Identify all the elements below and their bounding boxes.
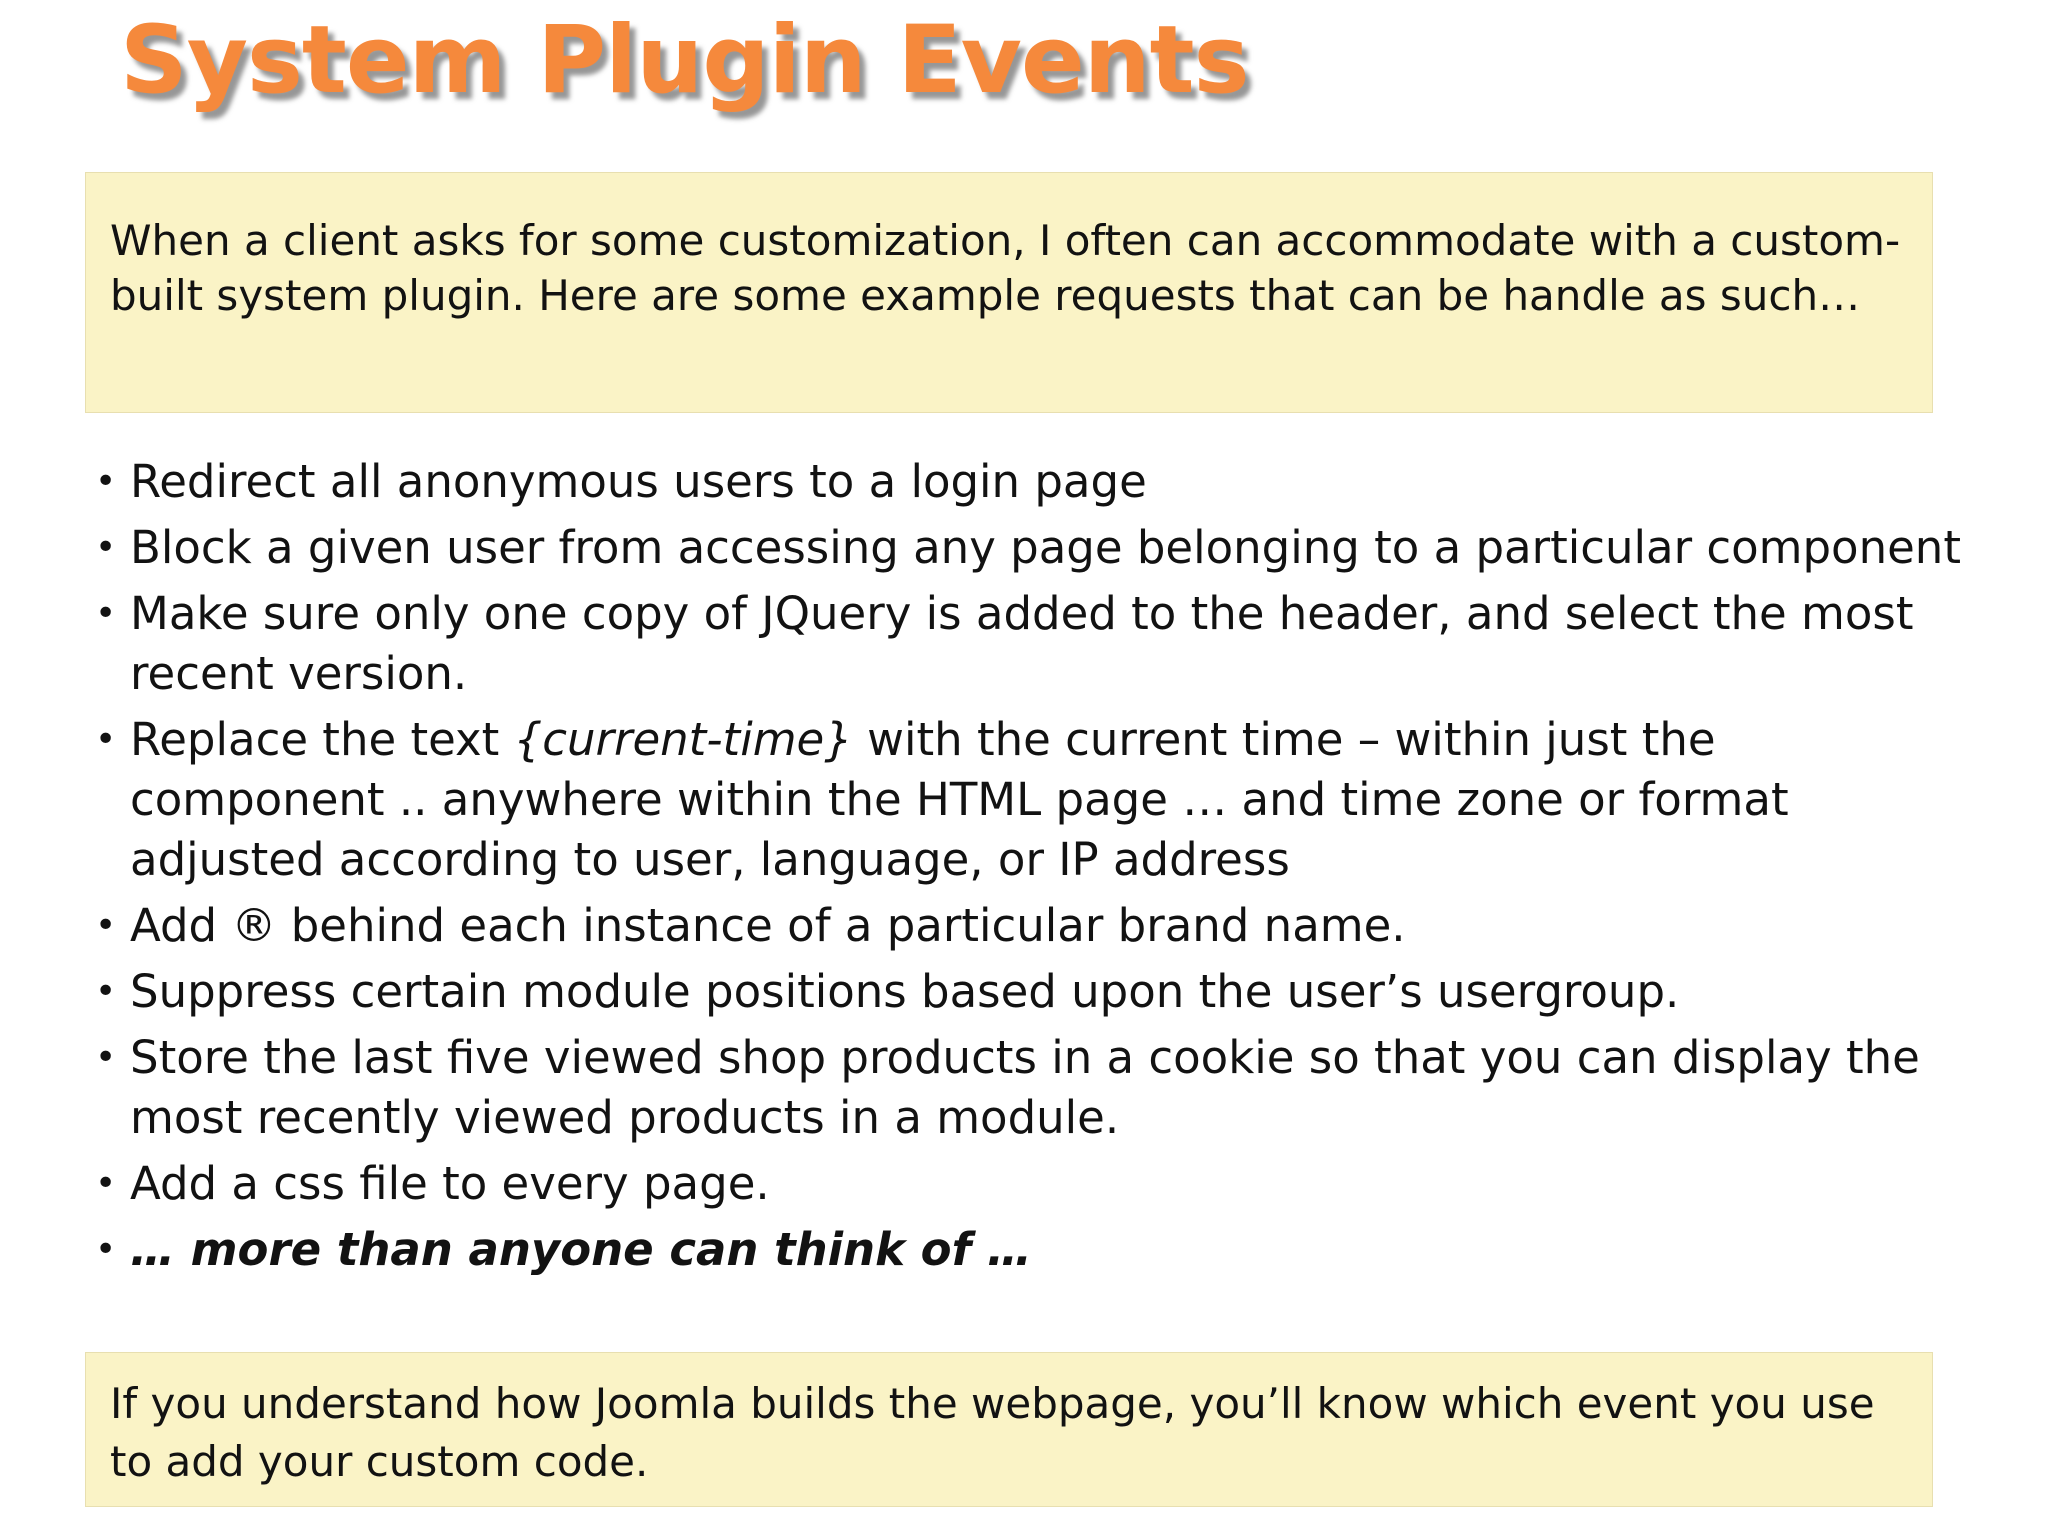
bullet-text: Store the last five viewed shop products… <box>130 1031 1920 1144</box>
bullet-text: Suppress certain module positions based … <box>130 965 1680 1018</box>
footer-box: If you understand how Joomla builds the … <box>85 1352 1933 1507</box>
bullet-text: Add a css file to every page. <box>130 1157 770 1210</box>
bullet-text: Make sure only one copy of JQuery is add… <box>130 587 1914 700</box>
bullet-item: Replace the text {current-time} with the… <box>85 710 1965 890</box>
bullet-text-italic: {current-time} <box>513 713 853 766</box>
bullet-text: … more than anyone can think of … <box>130 1223 1032 1276</box>
bullet-item: Store the last five viewed shop products… <box>85 1028 1965 1148</box>
slide-title: System Plugin Events <box>120 6 1250 115</box>
bullet-text: Replace the text <box>130 713 514 766</box>
bullet-item: Suppress certain module positions based … <box>85 962 1965 1022</box>
bullet-text: Redirect all anonymous users to a login … <box>130 455 1147 508</box>
intro-box: When a client asks for some customizatio… <box>85 172 1933 413</box>
bullet-item: … more than anyone can think of … <box>85 1220 1965 1280</box>
bullet-text: with the current time – within just the … <box>130 713 1789 886</box>
footer-text: If you understand how Joomla builds the … <box>110 1379 1875 1486</box>
bullet-item: Add ® behind each instance of a particul… <box>85 896 1965 956</box>
bullet-text: Block a given user from accessing any pa… <box>130 521 1961 574</box>
bullet-item: Redirect all anonymous users to a login … <box>85 452 1965 512</box>
bullet-list: Redirect all anonymous users to a login … <box>85 452 1965 1286</box>
intro-text: When a client asks for some customizatio… <box>110 216 1901 320</box>
bullet-text: Add ® behind each instance of a particul… <box>130 899 1406 952</box>
bullet-item: Make sure only one copy of JQuery is add… <box>85 584 1965 704</box>
bullet-item: Add a css file to every page. <box>85 1154 1965 1214</box>
bullet-item: Block a given user from accessing any pa… <box>85 518 1965 578</box>
